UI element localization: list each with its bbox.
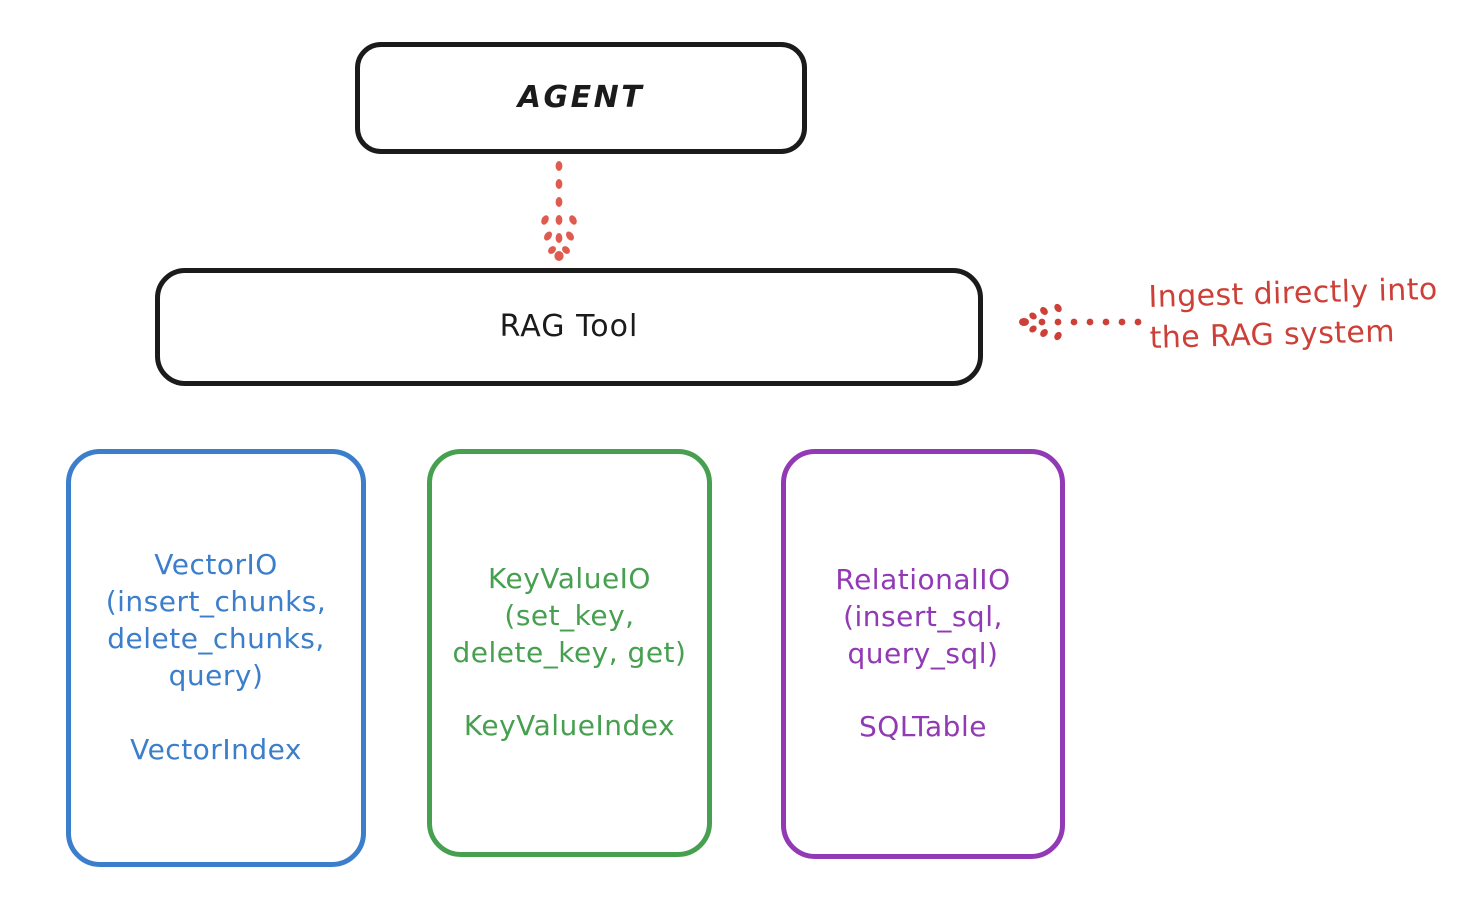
node-relationalio[interactable]: RelationalIO (insert_sql, query_sql) SQL… — [781, 449, 1065, 859]
node-keyvalueio-label: KeyValueIO (set_key, delete_key, get) Ke… — [452, 561, 687, 743]
node-keyvalueio[interactable]: KeyValueIO (set_key, delete_key, get) Ke… — [427, 449, 712, 857]
node-vectorio-label: VectorIO (insert_chunks, delete_chunks, … — [105, 548, 327, 766]
node-rag-tool[interactable]: RAG Tool — [155, 268, 983, 386]
node-agent[interactable]: AGENT — [355, 42, 807, 154]
connector-agent-to-ragtool-arrow-icon — [541, 161, 577, 261]
node-vectorio[interactable]: VectorIO (insert_chunks, delete_chunks, … — [66, 449, 366, 867]
node-relationalio-label: RelationalIO (insert_sql, query_sql) SQL… — [835, 562, 1011, 744]
connector-ingest-to-rag-tool-arrow-icon — [1019, 303, 1142, 341]
annotation-ingest-note: Ingest directly into the RAG system — [1148, 271, 1439, 356]
node-agent-label: AGENT — [517, 80, 645, 116]
node-rag-tool-label: RAG Tool — [499, 309, 639, 345]
